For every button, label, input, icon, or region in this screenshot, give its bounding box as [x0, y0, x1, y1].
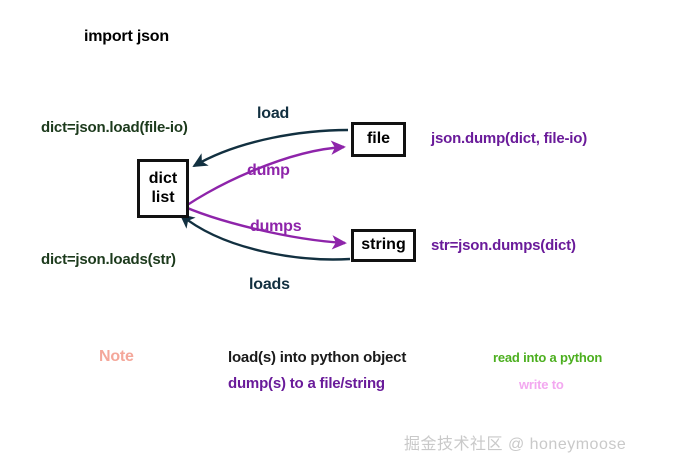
note-dump-description: dump(s) to a file/string	[228, 375, 385, 392]
note-load-description: load(s) into python object	[228, 349, 407, 366]
box-file: file	[351, 122, 406, 157]
label-json-loads: dict=json.loads(str)	[41, 251, 176, 268]
arrow-label-load: load	[257, 105, 290, 122]
box-dict-line2: list	[151, 188, 175, 206]
arrow-label-dump: dump	[247, 162, 290, 179]
watermark: 掘金技术社区 @ honeymoose	[404, 436, 627, 453]
arrow-dump	[171, 140, 346, 217]
note-write-description: write to	[519, 377, 564, 392]
arrow-load	[192, 128, 349, 168]
note-title: Note	[99, 348, 134, 365]
label-json-dumps: str=json.dumps(dict)	[431, 237, 576, 254]
arrow-label-loads: loads	[249, 276, 290, 293]
box-dict-list: dict list	[137, 159, 189, 218]
import-statement: import json	[84, 28, 169, 45]
box-dict-line1: dict	[148, 169, 178, 187]
label-json-load: dict=json.load(file-io)	[41, 119, 188, 136]
note-read-description: read into a python	[493, 350, 603, 365]
box-string: string	[351, 229, 416, 262]
box-string-label: string	[361, 236, 406, 254]
arrow-label-dumps: dumps	[250, 218, 302, 235]
box-file-label: file	[366, 130, 391, 148]
label-json-dump: json.dump(dict, file-io)	[431, 130, 588, 147]
